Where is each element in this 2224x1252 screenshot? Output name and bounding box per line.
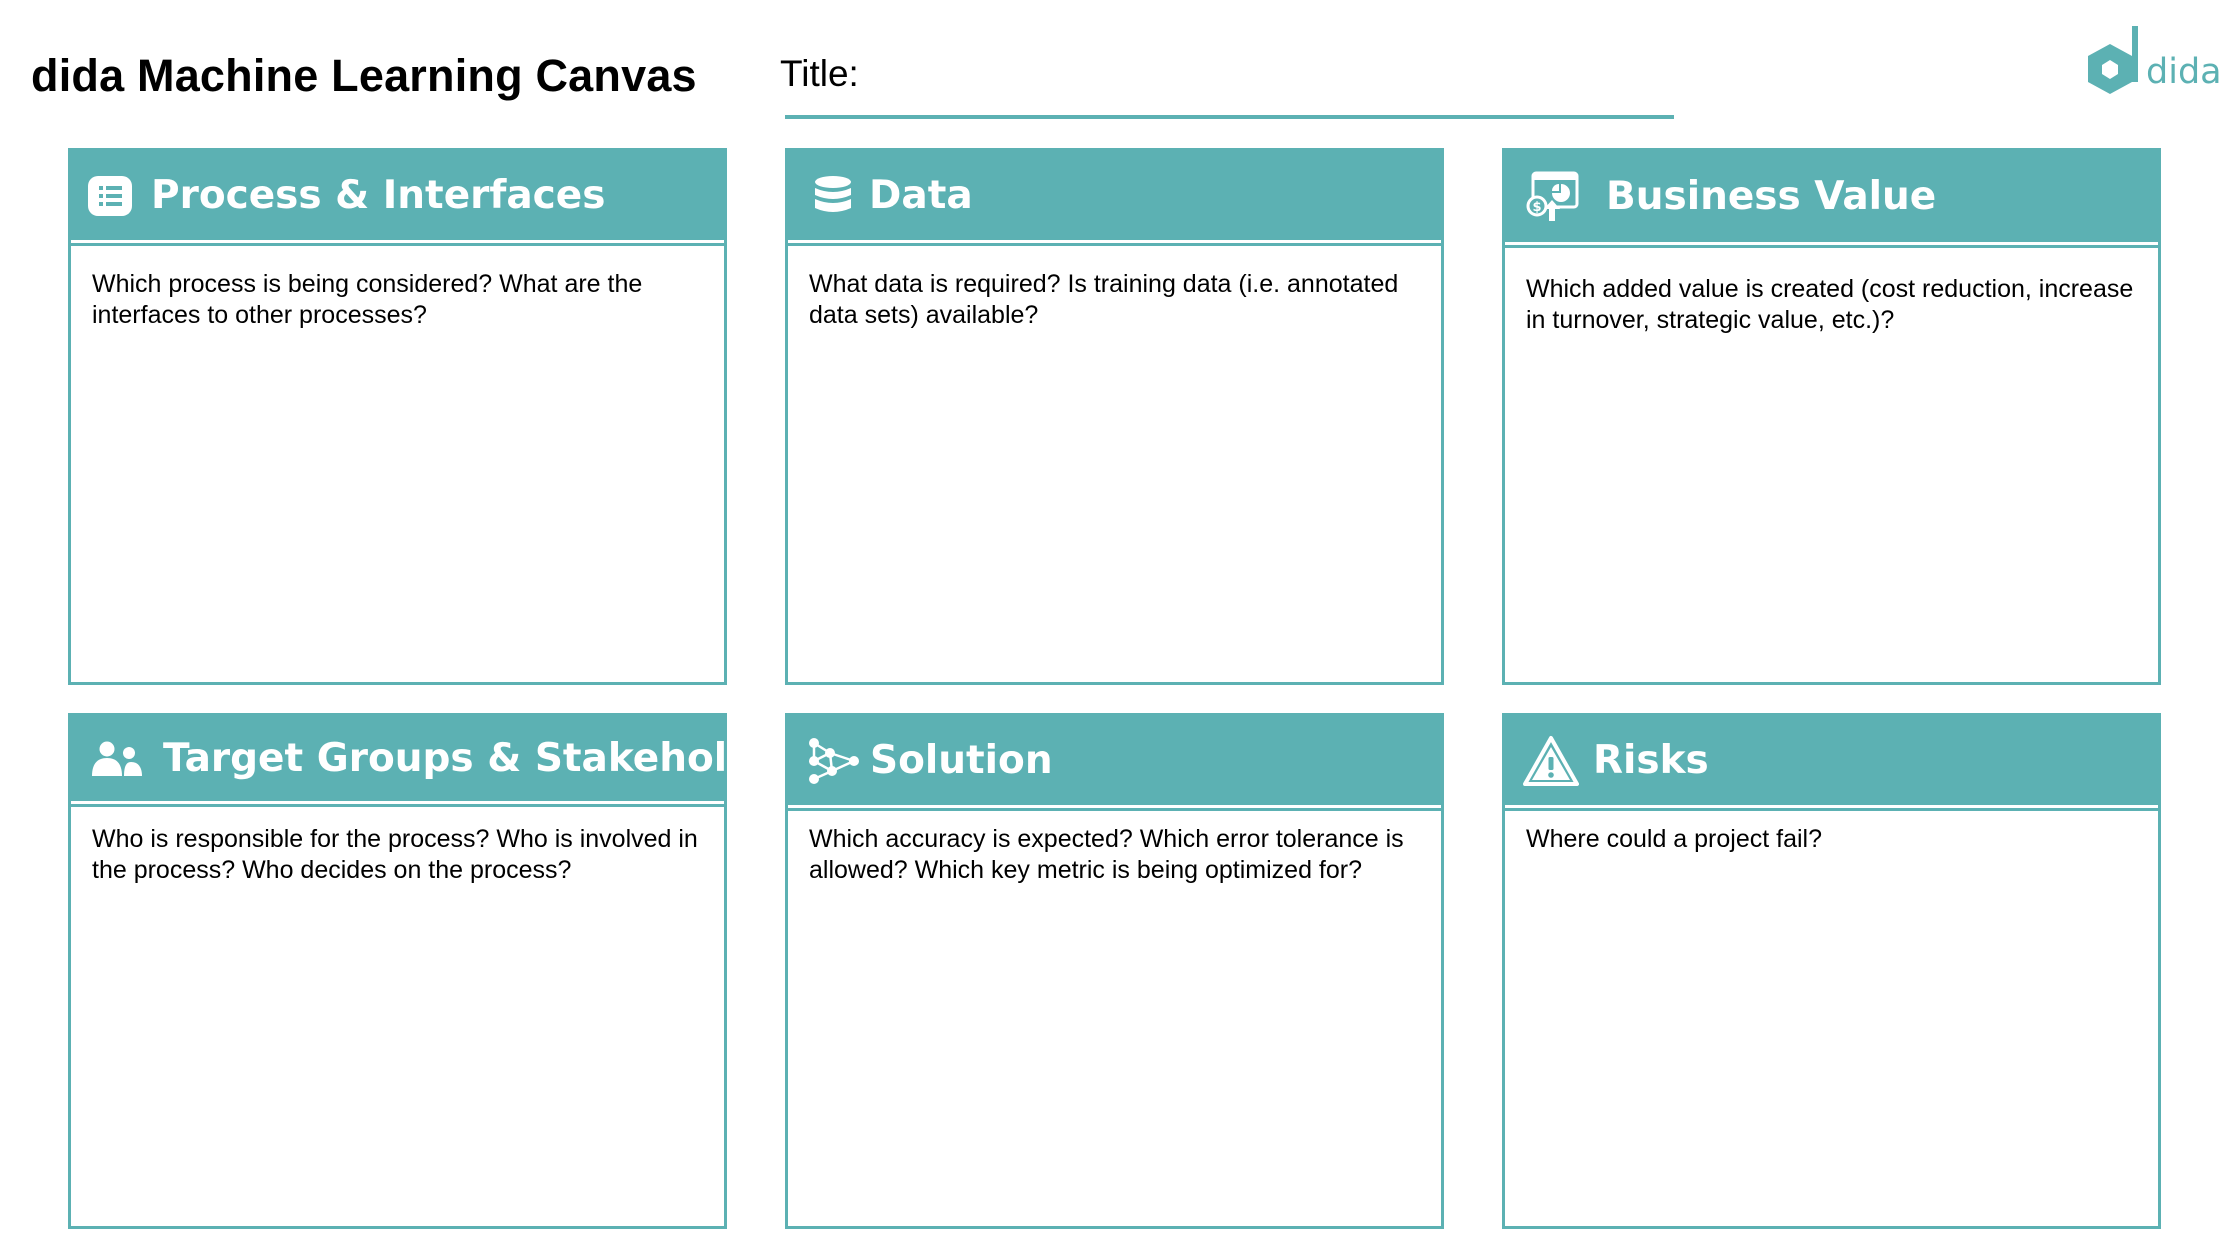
card-header: Solution (788, 716, 1441, 811)
card-prompt: Where could a project fail? (1526, 825, 1822, 853)
card-header: Process & Interfaces (71, 151, 724, 246)
card-business-value: $ Business Value Which added value is cr… (1502, 148, 2161, 685)
card-title: Process & Interfaces (151, 173, 606, 218)
svg-text:$: $ (1532, 200, 1541, 215)
card-target-groups-stakeholders: Target Groups & Stakeholders Who is resp… (68, 713, 824, 1229)
card-prompt: Who is responsible for the process? Who … (92, 825, 698, 884)
card-title: Target Groups & Stakeholders (163, 736, 824, 781)
card-header: $ Business Value (1505, 151, 2158, 248)
card-prompt: Which accuracy is expected? Which error … (809, 825, 1404, 884)
card-prompt: Which added value is created (cost reduc… (1526, 275, 2134, 334)
card-header: Risks (1505, 716, 2158, 811)
dida-logo-icon (2088, 26, 2138, 94)
card-risks: Risks Where could a project fail? (1502, 713, 2161, 1229)
title-underline (785, 115, 1674, 119)
business-value-icon: $ (1526, 171, 1579, 221)
card-header: Data (788, 151, 1441, 246)
card-title: Risks (1593, 738, 1709, 783)
card-header: Target Groups & Stakeholders (71, 716, 824, 807)
logo-text: dida (2146, 52, 2222, 92)
card-title: Solution (870, 738, 1053, 783)
canvas-title: dida Machine Learning Canvas (31, 50, 697, 101)
warning-icon (1523, 735, 1579, 786)
list-icon (88, 175, 132, 216)
card-prompt: What data is required? Is training data … (809, 270, 1399, 329)
title-label: Title: (780, 53, 859, 94)
card-solution: Solution Which accuracy is expected? Whi… (785, 713, 1444, 1229)
database-icon (815, 175, 851, 212)
card-prompt: Which process is being considered? What … (92, 270, 643, 329)
card-data: Data What data is required? Is training … (785, 148, 1444, 685)
card-process-interfaces: Process & Interfaces Which process is be… (68, 148, 727, 685)
network-icon (809, 737, 859, 784)
people-icon (92, 741, 142, 776)
card-title: Business Value (1606, 174, 1937, 219)
card-title: Data (869, 173, 973, 218)
